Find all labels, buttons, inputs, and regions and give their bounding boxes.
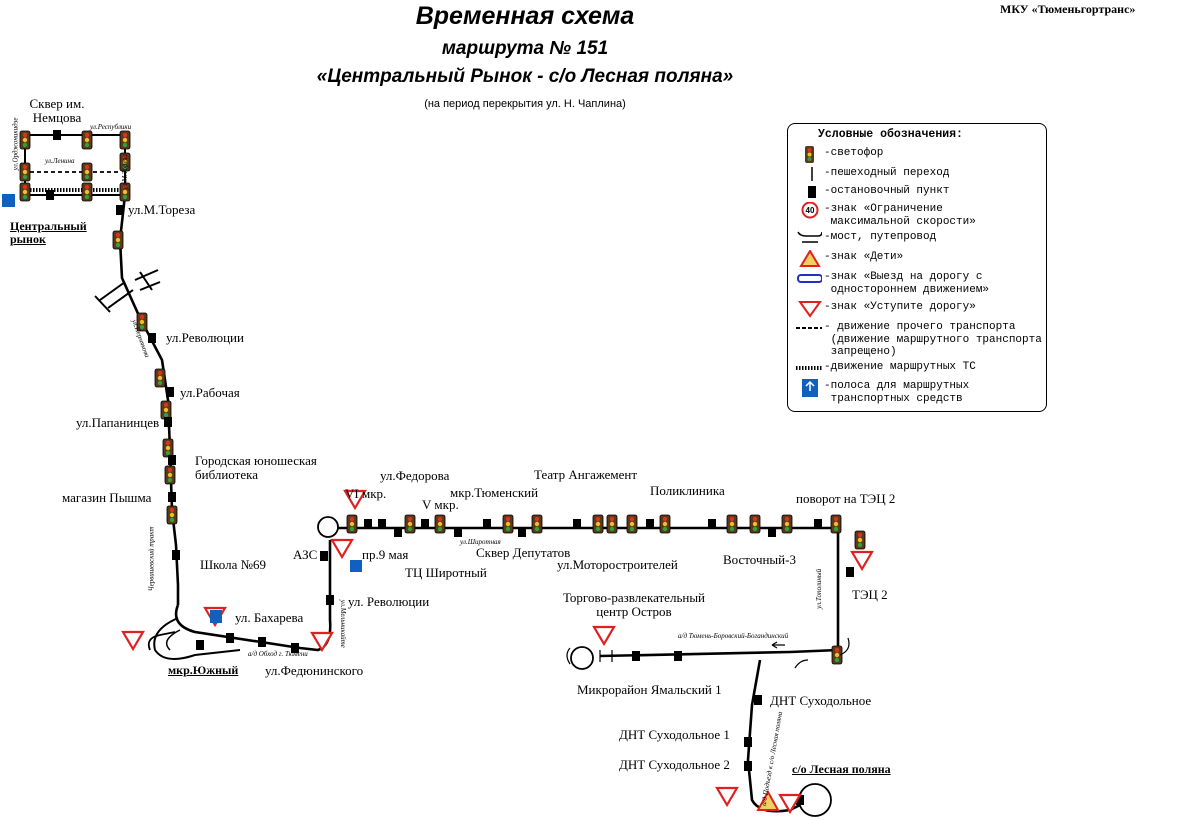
legend-text: -мост, путепровод: [824, 231, 937, 243]
street-melnikayte: ул.Мельникайте: [338, 599, 347, 648]
loop-shirotnaya: [317, 516, 339, 538]
stop-shkola69: Школа №69: [200, 557, 267, 572]
legend: Условные обозначения: -светофор -пешеход…: [787, 123, 1047, 412]
stop-tc-shirotny: ТЦ Широтный: [405, 565, 487, 580]
stop-biblioteka: Городская юношеская библиотека: [195, 453, 317, 483]
stop-vostochny3: Восточный-3: [723, 552, 796, 567]
legend-text: -остановочный пункт: [824, 185, 950, 197]
one-way-exit-icon: [797, 274, 822, 283]
stop-tyumensky: мкр.Тюменский: [450, 485, 539, 500]
route-line-icon: [796, 366, 822, 370]
legend-text: -знак «Выезд на дорогу с одностороннем д…: [824, 271, 990, 296]
bus-lane-icon: [2, 194, 362, 623]
stop-povorot-tec2: поворот на ТЭЦ 2: [796, 491, 896, 506]
page-title: Временная схема: [415, 2, 635, 30]
stop-dnt-sukh2: ДНТ Суходольное 2: [619, 757, 730, 772]
stop-angazhement: Театр Ангажемент: [534, 467, 638, 482]
stop-tsrynok: Центральный рынок: [10, 219, 87, 247]
street-tobolsky: ул.Тополиный: [815, 568, 824, 609]
organization-name: МКУ «Тюменьгортранс»: [1000, 2, 1136, 16]
legend-text: -светофор: [824, 147, 884, 159]
stop-fedorova: ул.Федорова: [380, 468, 450, 483]
street-shirotnaya: ул.Широтная: [460, 538, 501, 546]
legend-text: -знак «Ограничение максимальной скорости…: [824, 203, 976, 228]
legend-text: -знак «Уступите дорогу»: [824, 301, 976, 313]
legend-title: Условные обозначения:: [818, 128, 963, 141]
traffic-light-icon: [805, 146, 814, 163]
stop-label: Городская юношеская библиотека: [195, 453, 317, 483]
stop-v-mkr: V мкр.: [422, 497, 459, 512]
legend-text: -движение маршрутных ТС: [824, 361, 976, 373]
stop-bakhareva: ул. Бахарева: [235, 610, 304, 625]
crosswalk-icon: [811, 167, 813, 181]
stop-pyshma: магазин Пышма: [62, 490, 152, 505]
stop-label: Торгово-развлекательный центр Остров: [562, 590, 706, 620]
route-name: «Центральный Рынок - с/о Лесная поляна»: [316, 66, 734, 87]
street-mtoreza: ул.М.Тореза: [120, 154, 129, 190]
stop-dnt-sukh: ДНТ Суходольное: [770, 693, 872, 708]
stop-vi-mkr: VI мкр.: [345, 486, 387, 501]
yield-sign-icon: [798, 301, 822, 318]
legend-text: -пешеходный переход: [824, 167, 950, 179]
legend-text: -знак «Дети»: [824, 251, 904, 263]
children-sign-icon: [799, 250, 821, 267]
bridge-icon: [94, 269, 161, 313]
route-note: (на период перекрытия ул. Н. Чаплина): [424, 98, 626, 110]
stop-poliklinika: Поликлиника: [650, 483, 725, 498]
stop-tec2: ТЭЦ 2: [852, 587, 888, 602]
stop-skver: Сквер им. Немцова: [22, 96, 92, 126]
street-trakt-bor: а/д Тюмень-Боровский-Богандинский: [678, 632, 789, 640]
stop-yamalsky1: Микрорайон Ямальский 1: [577, 682, 722, 697]
stop-ostrov: Торгово-развлекательный центр Остров: [560, 590, 708, 620]
bridge-icon: [797, 231, 822, 243]
stop-dnt-sukh1: ДНТ Суходольное 1: [619, 727, 730, 742]
stop-label: Центральный рынок: [10, 219, 87, 247]
stop-mtoreza: ул.М.Тореза: [128, 202, 196, 217]
legend-text: - движение прочего транспорта (движение …: [824, 321, 1042, 359]
loop-yamalsky: [570, 646, 594, 670]
stop-yuzhny: мкр.Южный: [168, 663, 239, 677]
stop-revolyutsii-1: ул.Революции: [166, 330, 244, 345]
legend-text: -полоса для маршрутных транспортных сред…: [824, 380, 970, 405]
stop-fedyuninskogo: ул.Федюнинского: [265, 663, 364, 678]
street-cherv: Червишевский тракт: [147, 526, 156, 592]
stop-motorostroiteley: ул.Моторостроителей: [557, 557, 678, 572]
stop-lesnaya: с/о Лесная поляна: [792, 762, 891, 776]
speed-limit-icon: 40: [801, 202, 819, 219]
dashed-line-icon: [796, 327, 822, 329]
stop-rabochaya: ул.Рабочая: [180, 385, 240, 400]
street-ordzhonikidze: ул.Орджоникидзе: [11, 117, 20, 171]
speed-limit-value: 40: [806, 206, 815, 215]
stop-skver-deputatov: Сквер Депутатов: [476, 545, 571, 560]
stop-papanintsev: ул.Папанинцев: [76, 415, 160, 430]
street-respubliki: ул.Республики: [90, 123, 132, 131]
stop-label: Сквер им. Немцова: [29, 96, 85, 126]
children-sign-icon: [756, 789, 780, 811]
stop-azs: АЗС: [293, 547, 318, 562]
bus-lane-icon: [802, 379, 818, 397]
street-lenina: ул.Ленина: [45, 157, 75, 165]
direction-arrows: [566, 637, 850, 669]
bus-stop-icon: [808, 186, 816, 198]
street-obkhod: а/д Обход г. Тюмени: [248, 650, 308, 658]
stop-pr9maya: пр.9 мая: [362, 547, 409, 562]
loop-yuzhny: [147, 631, 176, 651]
stop-revolyutsii-2: ул. Революции: [348, 594, 430, 609]
route-number: маршрута № 151: [441, 38, 609, 59]
